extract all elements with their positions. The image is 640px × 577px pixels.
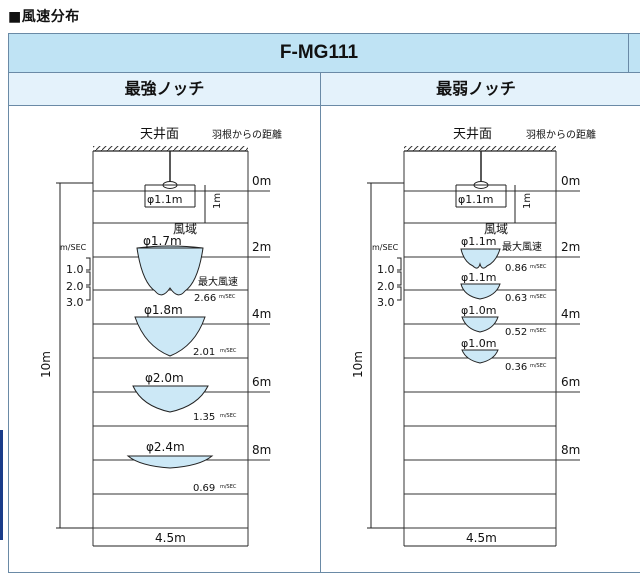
wind-zone-shape: [461, 349, 499, 364]
zone-speed-unit: m/SEC: [530, 264, 547, 270]
mode-label-strong: 最強ノッチ: [124, 79, 205, 98]
column-header-strong: 最強ノッチ: [9, 73, 320, 106]
model-name: F-MG111: [279, 42, 359, 63]
area-label: 風域: [173, 222, 197, 236]
column-divider: [320, 73, 321, 573]
zone-speed: 0.69: [193, 483, 215, 494]
depth-2m: 2m: [561, 240, 580, 254]
speed-legend-3: 3.0: [377, 296, 395, 309]
edge-strip: [0, 430, 3, 540]
wind-zone: φ1.1m 0.63 m/SEC: [460, 271, 547, 304]
depth-4m: 4m: [561, 307, 580, 321]
zone-diameter: φ2.0m: [145, 371, 184, 385]
zone-speed-unit: m/SEC: [530, 294, 547, 300]
zone-diameter: φ1.8m: [144, 303, 183, 317]
wind-zone: φ1.8m 2.01 m/SEC: [134, 303, 237, 358]
wind-zone-shape: [134, 316, 206, 357]
ceiling-label: 天井面: [140, 127, 179, 142]
zone-speed-unit: m/SEC: [220, 413, 237, 419]
speed-legend-1: 1.0: [66, 263, 84, 276]
depth-6m: 6m: [561, 375, 580, 389]
ceiling-hatch: [404, 146, 556, 151]
speed-legend-1: 1.0: [377, 263, 395, 276]
speed-legend-title: m/SEC: [60, 243, 87, 252]
zone-speed-unit: m/SEC: [219, 294, 236, 300]
zone-diameter: φ1.1m: [461, 271, 496, 284]
zone-speed: 2.66: [194, 293, 216, 304]
width-label: 4.5m: [466, 531, 497, 545]
zone-speed: 0.52: [505, 327, 527, 338]
ceiling-hatch: [93, 146, 248, 151]
speed-legend-title: m/SEC: [372, 243, 399, 252]
max-speed-label: 最大風速: [502, 240, 542, 253]
depth-8m: 8m: [561, 443, 580, 457]
wind-zone: φ1.7m 風域 最大風速 2.66 m/SEC: [136, 222, 238, 304]
mode-label-weak: 最弱ノッチ: [436, 79, 516, 98]
diagram-strong: 天井面 羽根からの距離 0m 2m 4m 6m 8m φ1.1m 1m: [39, 127, 282, 547]
zone-diameter: φ1.0m: [461, 304, 496, 317]
zone-diameter: φ2.4m: [146, 440, 185, 454]
speed-legend-3: 3.0: [66, 296, 84, 309]
wind-zone: φ1.0m 0.36 m/SEC: [461, 337, 547, 373]
wind-zone-shape: [460, 283, 501, 300]
wind-zone: φ2.4m 0.69 m/SEC: [126, 440, 237, 494]
wind-zone: φ1.1m 風域 最大風速 0.86 m/SEC: [460, 222, 547, 274]
depth-4m: 4m: [252, 307, 271, 321]
diagram-weak: 天井面 羽根からの距離 0m 2m 4m 6m 8m φ1.1m 1m 10m: [351, 127, 596, 547]
zone-speed: 0.63: [505, 293, 527, 304]
distance-label: 羽根からの距離: [526, 128, 596, 141]
wind-zone-shape: [460, 248, 501, 269]
wind-zone-shape: [126, 455, 214, 469]
zone-speed: 2.01: [193, 347, 215, 358]
zone-speed-unit: m/SEC: [220, 348, 237, 354]
area-label: 風域: [484, 222, 508, 236]
height-label: 10m: [351, 351, 365, 378]
height-label: 10m: [39, 351, 53, 378]
depth-0m: 0m: [252, 174, 271, 188]
depth-8m: 8m: [252, 443, 271, 457]
zone-speed: 0.86: [505, 263, 527, 274]
depth-2m: 2m: [252, 240, 271, 254]
speed-legend-brackets: [397, 257, 402, 301]
zone-speed: 0.36: [505, 362, 527, 373]
zone-speed-unit: m/SEC: [220, 484, 237, 490]
zone-diameter: φ1.1m: [461, 235, 496, 248]
width-label: 4.5m: [155, 531, 186, 545]
speed-legend-brackets: [86, 257, 91, 301]
column-header-weak: 最弱ノッチ: [321, 73, 640, 106]
section-title: ■風速分布: [8, 9, 80, 25]
zone-speed-unit: m/SEC: [530, 328, 547, 334]
depth-0m: 0m: [561, 174, 580, 188]
wind-zone-shape: [132, 385, 209, 413]
fan-diameter: φ1.1m: [458, 193, 493, 206]
zone-speed: 1.35: [193, 412, 215, 423]
speed-legend-2: 2.0: [377, 280, 395, 293]
model-header: F-MG111: [9, 34, 640, 73]
speed-legend-2: 2.0: [66, 280, 84, 293]
fan-diameter: φ1.1m: [147, 193, 182, 206]
header-divider: [628, 34, 629, 72]
wind-zone: φ2.0m 1.35 m/SEC: [132, 371, 237, 423]
max-speed-label: 最大風速: [198, 275, 238, 288]
wind-zone: φ1.0m 0.52 m/SEC: [461, 304, 547, 338]
wind-zone-shape: [136, 245, 204, 296]
zone-diameter: φ1.7m: [143, 234, 182, 248]
table-frame: [8, 33, 640, 573]
depth-6m: 6m: [252, 375, 271, 389]
distance-label: 羽根からの距離: [212, 128, 282, 141]
wind-zone-shape: [461, 316, 499, 333]
drop-label: 1m: [212, 193, 223, 209]
ceiling-label: 天井面: [453, 127, 492, 142]
zone-speed-unit: m/SEC: [530, 363, 547, 369]
zone-diameter: φ1.0m: [461, 337, 496, 350]
drop-label: 1m: [522, 193, 533, 209]
